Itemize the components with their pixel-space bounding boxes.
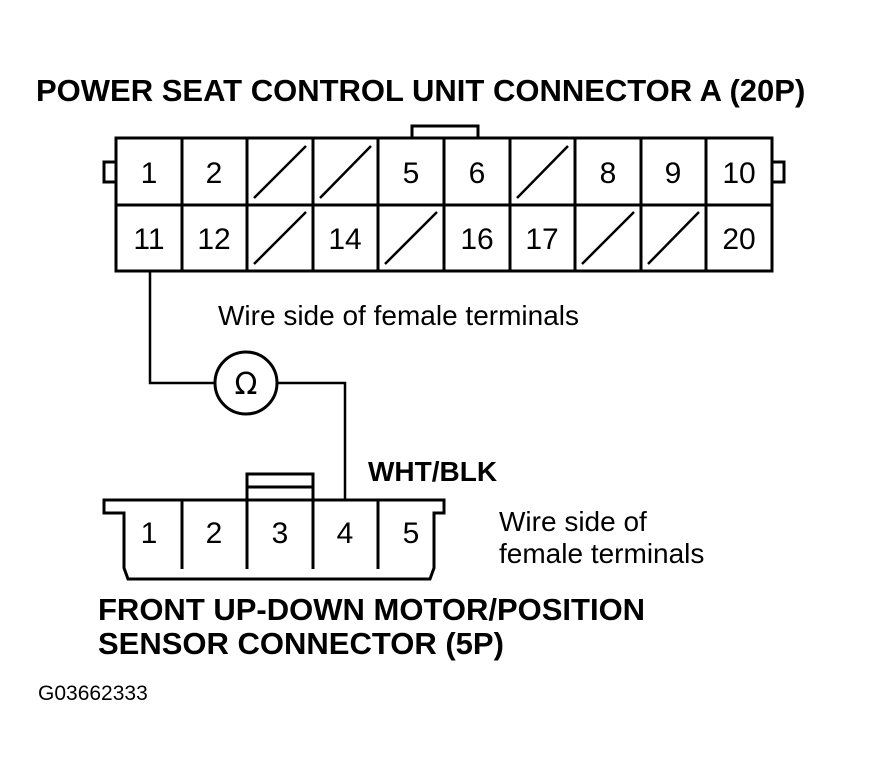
empty-cavity-18	[581, 211, 635, 265]
pin-11: 11	[133, 223, 164, 256]
pin-9: 9	[665, 157, 682, 190]
pin-b-3: 3	[272, 517, 289, 550]
connector-a	[102, 124, 786, 273]
pin-10: 10	[722, 157, 755, 190]
pin-b-2: 2	[206, 517, 223, 550]
empty-cavity-13	[253, 211, 307, 265]
wire-color-label: WHT/BLK	[368, 456, 497, 487]
figure-code: G03662333	[38, 682, 148, 705]
pin-6: 6	[469, 157, 486, 190]
ohm-symbol: Ω	[235, 367, 258, 402]
connector-b-pins: 1 2 3 4 5	[141, 517, 420, 550]
pin-17: 17	[525, 223, 558, 256]
pin-b-5: 5	[403, 517, 420, 550]
connector-a-empty-cavities	[253, 145, 700, 265]
connector-a-lock-tab	[410, 124, 480, 138]
pin-b-4: 4	[337, 517, 354, 550]
pin-5: 5	[403, 157, 420, 190]
pin-20: 20	[722, 223, 755, 256]
connector-b-note-line1: Wire side of	[499, 506, 647, 537]
empty-cavity-19	[647, 211, 700, 265]
pin-2: 2	[206, 157, 223, 190]
pin-12: 12	[197, 223, 230, 256]
empty-cavity-15	[384, 211, 438, 265]
ohmmeter-icon: Ω	[213, 350, 279, 416]
empty-cavity-4	[319, 145, 372, 199]
connector-a-bottom-row: 11 12 14 16 17 20	[133, 223, 755, 256]
test-leads	[148, 271, 347, 500]
connector-b	[102, 472, 446, 581]
connector-a-right-notch	[772, 160, 786, 184]
connector-b-note-line2: female terminals	[499, 538, 704, 569]
pin-b-1: 1	[141, 517, 158, 550]
empty-cavity-3	[253, 145, 307, 199]
connector-a-left-notch	[102, 160, 116, 184]
connector-b-title-line1: FRONT UP-DOWN MOTOR/POSITION	[98, 592, 645, 627]
pin-1: 1	[141, 157, 158, 190]
connector-a-top-row: 1 2 5 6 8 9 10	[141, 157, 756, 190]
connector-b-title-line2: SENSOR CONNECTOR (5P)	[98, 626, 504, 661]
connector-a-title: POWER SEAT CONTROL UNIT CONNECTOR A (20P…	[36, 73, 805, 108]
connector-b-body	[102, 498, 446, 581]
pin-16: 16	[460, 223, 493, 256]
pin-14: 14	[328, 223, 361, 256]
pin-8: 8	[600, 157, 617, 190]
lead-to-pin-4	[277, 381, 347, 500]
lead-from-pin-11	[148, 271, 215, 385]
connector-a-note: Wire side of female terminals	[218, 300, 579, 331]
empty-cavity-7	[516, 145, 569, 199]
